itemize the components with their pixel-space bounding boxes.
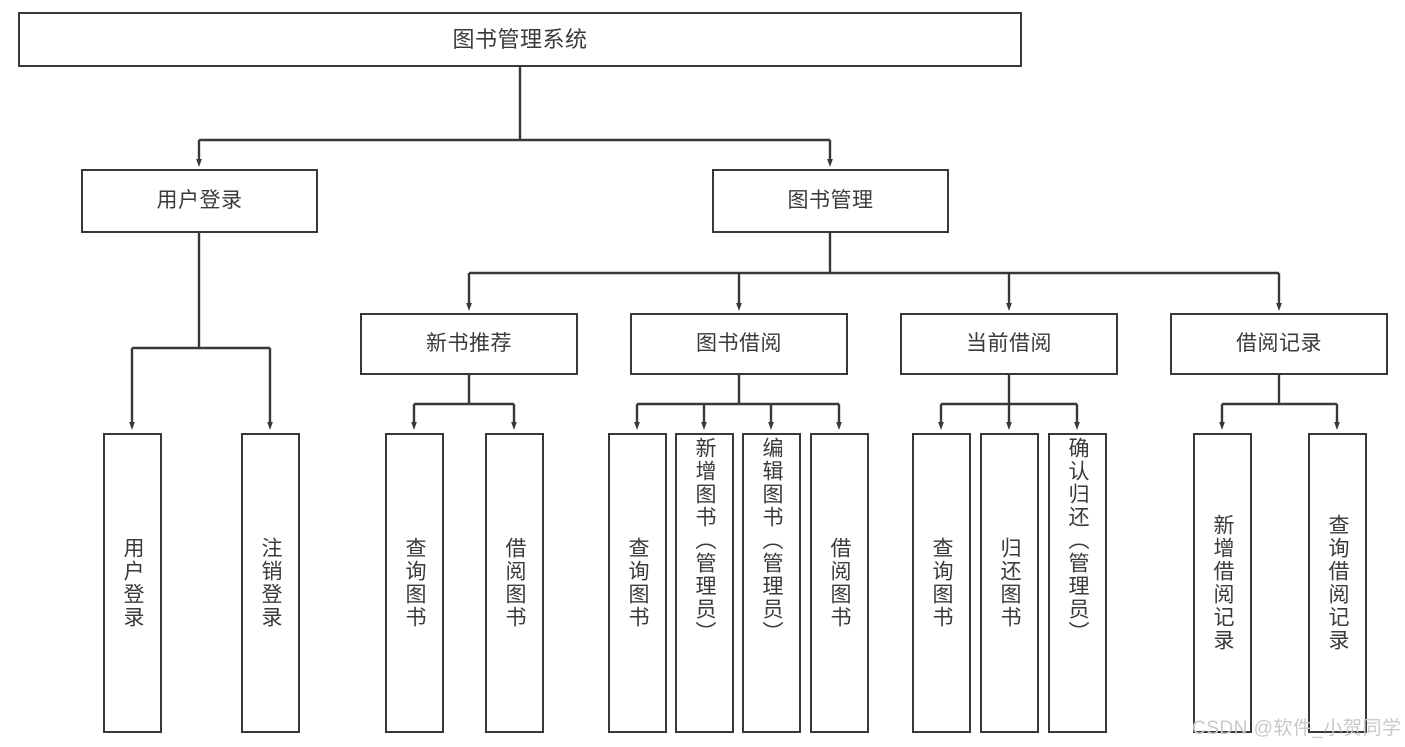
node-label: 确认归还（管理员） xyxy=(1066,437,1089,644)
node-label: 归还图书 xyxy=(998,537,1021,629)
node-leaf-query-book-recommend[interactable]: 查询图书 xyxy=(385,433,444,733)
node-leaf-query-borrow-record[interactable]: 查询借阅记录 xyxy=(1308,433,1367,733)
node-borrow-record[interactable]: 借阅记录 xyxy=(1170,313,1388,375)
node-user-login[interactable]: 用户登录 xyxy=(81,169,318,233)
node-leaf-user-login[interactable]: 用户登录 xyxy=(103,433,162,733)
node-label: 图书借阅 xyxy=(696,331,782,355)
node-label: 新书推荐 xyxy=(426,331,512,355)
node-leaf-borrow-book-borrow[interactable]: 借阅图书 xyxy=(810,433,869,733)
node-label: 借阅图书 xyxy=(503,537,526,629)
node-leaf-confirm-return-admin[interactable]: 确认归还（管理员） xyxy=(1048,433,1107,733)
node-label: 图书管理 xyxy=(787,188,874,212)
node-leaf-query-book-current[interactable]: 查询图书 xyxy=(912,433,971,733)
node-label: 查询图书 xyxy=(930,537,953,629)
node-leaf-add-borrow-record[interactable]: 新增借阅记录 xyxy=(1193,433,1252,733)
node-leaf-borrow-book-recommend[interactable]: 借阅图书 xyxy=(485,433,544,733)
node-label: 注销登录 xyxy=(259,537,282,629)
node-root-book-management-system[interactable]: 图书管理系统 xyxy=(18,12,1022,67)
node-leaf-user-logout[interactable]: 注销登录 xyxy=(241,433,300,733)
node-current-borrow[interactable]: 当前借阅 xyxy=(900,313,1118,375)
node-label: 查询借阅记录 xyxy=(1326,514,1349,652)
node-label: 借阅记录 xyxy=(1236,331,1322,355)
node-book-borrow[interactable]: 图书借阅 xyxy=(630,313,848,375)
node-label: 图书管理系统 xyxy=(452,26,588,52)
node-book-management[interactable]: 图书管理 xyxy=(712,169,949,233)
node-label: 查询图书 xyxy=(403,537,426,629)
watermark-csdn: CSDN @软件_小贺同学 xyxy=(1192,718,1402,739)
node-label: 当前借阅 xyxy=(966,331,1052,355)
node-leaf-return-book[interactable]: 归还图书 xyxy=(980,433,1039,733)
node-leaf-add-book-admin[interactable]: 新增图书（管理员） xyxy=(675,433,734,733)
node-label: 借阅图书 xyxy=(828,537,851,629)
node-new-book-recommend[interactable]: 新书推荐 xyxy=(360,313,578,375)
node-label: 用户登录 xyxy=(121,537,144,629)
node-label: 查询图书 xyxy=(626,537,649,629)
node-leaf-query-book-borrow[interactable]: 查询图书 xyxy=(608,433,667,733)
node-leaf-edit-book-admin[interactable]: 编辑图书（管理员） xyxy=(742,433,801,733)
node-label: 用户登录 xyxy=(156,188,243,212)
node-label: 新增借阅记录 xyxy=(1211,514,1234,652)
node-label: 新增图书（管理员） xyxy=(693,437,716,644)
node-label: 编辑图书（管理员） xyxy=(760,437,783,644)
